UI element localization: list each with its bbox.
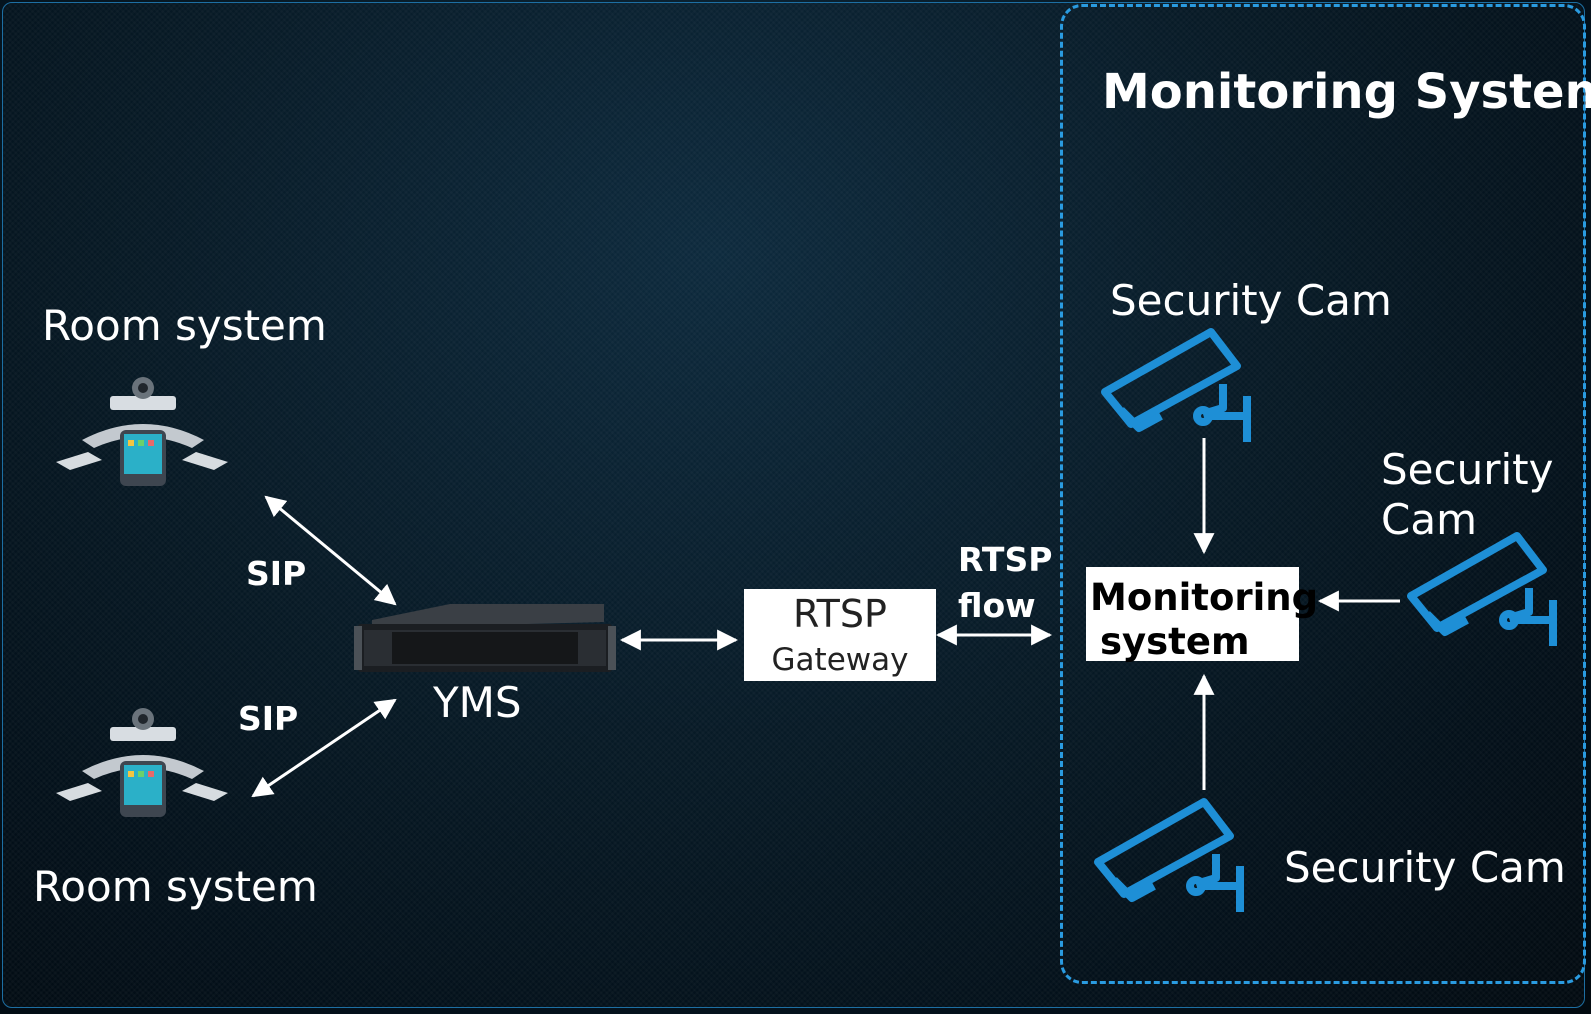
security-cam-label-bottom: Security Cam xyxy=(1284,843,1566,892)
monitoring-system-box: Monitoring system xyxy=(1086,567,1318,663)
rtsp-flow-label: RTSP flow xyxy=(958,537,1052,629)
gateway-label-line1: RTSP xyxy=(793,592,887,636)
security-cam-label-right: Security Cam xyxy=(1381,445,1554,544)
rtsp-gateway-box: RTSP Gateway xyxy=(744,589,936,681)
security-camera-icon-bottom xyxy=(1094,798,1244,912)
yms-label: YMS xyxy=(433,678,522,727)
security-camera-icon-top xyxy=(1101,328,1251,442)
security-camera-icon-right xyxy=(1407,532,1557,646)
sip-arrow-top xyxy=(264,495,397,606)
sip-arrow-bottom xyxy=(251,698,397,798)
room-system-label-top: Room system xyxy=(42,301,327,350)
sip-label-top: SIP xyxy=(246,554,307,593)
monitoring-system-boundary xyxy=(1060,4,1586,984)
sip-label-bottom: SIP xyxy=(238,699,299,738)
security-cam-label-top: Security Cam xyxy=(1110,276,1392,325)
monitoring-box-line1: Monitoring xyxy=(1090,576,1319,619)
room-system-label-bottom: Room system xyxy=(33,862,318,911)
monitoring-system-title: Monitoring System xyxy=(1102,64,1591,120)
monitoring-box-line2: system xyxy=(1100,620,1250,663)
yms-server-icon xyxy=(354,604,616,672)
conference-phone-icon-top xyxy=(56,377,228,486)
rtsp-flow-line2: flow xyxy=(958,586,1036,625)
conference-phone-icon-bottom xyxy=(56,708,228,817)
gateway-label-line2: Gateway xyxy=(771,642,909,678)
rtsp-flow-line1: RTSP xyxy=(958,540,1053,579)
